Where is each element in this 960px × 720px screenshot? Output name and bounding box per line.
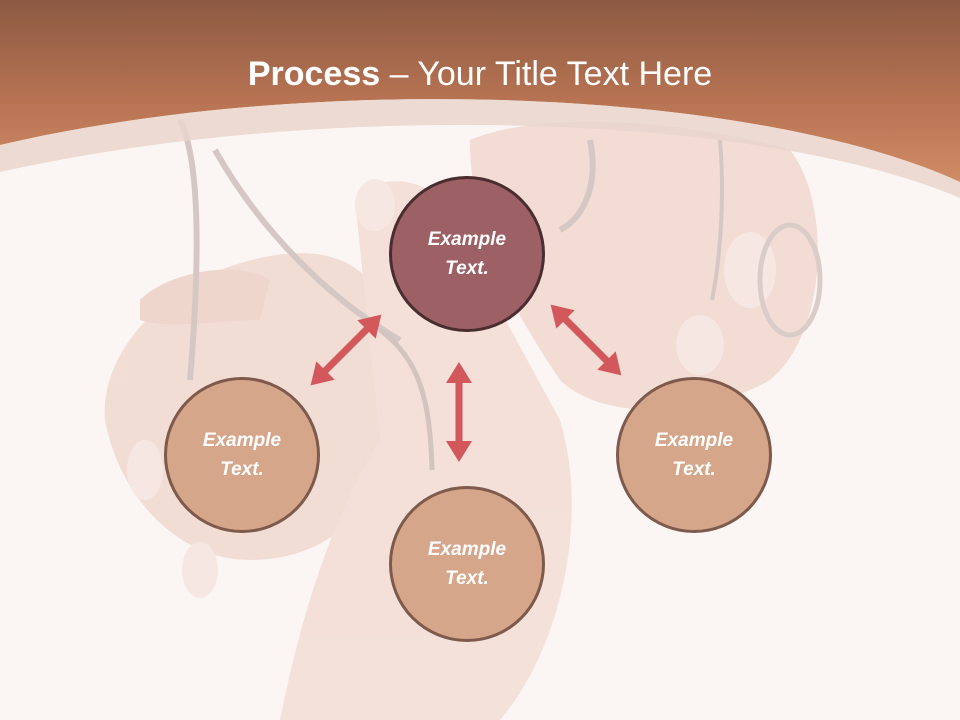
slide-title: Process – Your Title Text Here [0, 52, 960, 96]
node-top-line2: Text. [445, 258, 489, 279]
node-right-line1: Example [654, 430, 734, 451]
node-top-line1: Example [427, 229, 507, 250]
arrow-top-to-right [550, 304, 622, 376]
title-bold: Process [247, 55, 381, 93]
header-band [0, 0, 960, 182]
header-shadow-swoosh [0, 99, 960, 198]
node-right-line2: Text. [672, 459, 716, 480]
node-left-line2: Text. [220, 459, 264, 480]
node-left-line1: Example [202, 430, 282, 451]
node-bottom-line1: Example [427, 539, 507, 560]
arrow-top-to-left [310, 314, 382, 386]
node-bottom-line2: Text. [445, 568, 489, 589]
title-rest: – Your Title Text Here [380, 55, 713, 93]
arrow-top-to-bottom [446, 362, 472, 462]
